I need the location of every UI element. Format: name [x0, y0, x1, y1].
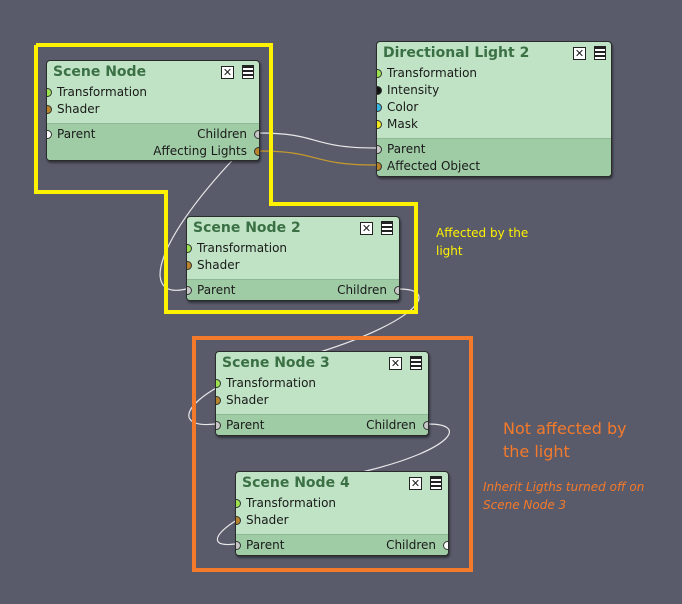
shader-port[interactable] — [216, 396, 221, 405]
port-label: Mask — [387, 117, 418, 131]
shader-port[interactable] — [236, 516, 241, 525]
transformation-port[interactable] — [47, 88, 52, 97]
directional-light-2-node[interactable]: Directional Light 2 ✕ Transformation Int… — [376, 41, 612, 177]
transformation-port[interactable] — [216, 379, 221, 388]
port-label: Transformation — [57, 85, 148, 99]
port-label: Parent — [197, 283, 236, 297]
inherit-note: Inherit Ligths turned off on Scene Node … — [483, 480, 645, 512]
parent-port[interactable] — [216, 421, 221, 430]
port-label: Parent — [246, 538, 285, 552]
port-label: Transformation — [246, 496, 337, 510]
port-label: Transformation — [387, 66, 478, 80]
node-title: Directional Light 2 — [383, 45, 530, 61]
mask-port[interactable] — [377, 120, 382, 129]
port-label: Affecting Lights — [153, 144, 247, 158]
children-port[interactable] — [443, 541, 448, 550]
menu-icon[interactable] — [410, 356, 422, 370]
port-label: Parent — [226, 418, 265, 432]
port-label: Shader — [226, 393, 269, 407]
not-affected-highlight-box — [192, 336, 473, 572]
node-title: Scene Node — [53, 64, 147, 80]
node-title: Scene Node 3 — [222, 355, 330, 371]
shader-port[interactable] — [47, 105, 52, 114]
port-label: Intensity — [387, 83, 440, 97]
transformation-port[interactable] — [236, 499, 241, 508]
parent-port[interactable] — [187, 286, 192, 295]
port-label: Parent — [57, 127, 96, 141]
parent-port[interactable] — [47, 130, 52, 139]
affected-object-port[interactable] — [377, 162, 382, 171]
port-label: Parent — [387, 142, 426, 156]
close-icon[interactable]: ✕ — [389, 357, 402, 370]
scene-node-2[interactable]: Scene Node 2 ✕ Transformation Shader Par… — [186, 216, 400, 301]
port-label: Color — [387, 100, 419, 114]
menu-icon[interactable] — [594, 46, 606, 60]
node-title: Scene Node 2 — [193, 220, 301, 236]
port-label: Children — [366, 418, 416, 432]
scene-node-3[interactable]: Scene Node 3 ✕ Transformation Shader Par… — [215, 351, 429, 436]
parent-port[interactable] — [377, 145, 382, 154]
port-label: Shader — [246, 513, 289, 527]
port-label: Transformation — [197, 241, 288, 255]
port-label: Children — [337, 283, 387, 297]
affected-annotation: Affected by the light — [436, 226, 529, 258]
scene-node[interactable]: Scene Node ✕ Transformation Shader Paren… — [46, 60, 260, 161]
port-label: Children — [386, 538, 436, 552]
port-label: Transformation — [226, 376, 317, 390]
port-label: Shader — [57, 102, 100, 116]
menu-icon[interactable] — [242, 65, 254, 79]
children-port[interactable] — [394, 286, 399, 295]
not-affected-annotation: Not affected by the light — [503, 419, 627, 461]
node-title: Scene Node 4 — [242, 475, 350, 491]
children-port[interactable] — [254, 130, 259, 139]
close-icon[interactable]: ✕ — [221, 66, 234, 79]
menu-icon[interactable] — [430, 476, 442, 490]
close-icon[interactable]: ✕ — [360, 222, 373, 235]
port-label: Children — [197, 127, 247, 141]
affecting-lights-port[interactable] — [254, 147, 259, 156]
transformation-port[interactable] — [377, 69, 382, 78]
shader-port[interactable] — [187, 261, 192, 270]
close-icon[interactable]: ✕ — [409, 477, 422, 490]
menu-icon[interactable] — [381, 221, 393, 235]
color-port[interactable] — [377, 103, 382, 112]
transformation-port[interactable] — [187, 244, 192, 253]
port-label: Affected Object — [387, 159, 481, 173]
intensity-port[interactable] — [377, 86, 382, 95]
port-label: Shader — [197, 258, 240, 272]
children-port[interactable] — [423, 421, 428, 430]
close-icon[interactable]: ✕ — [573, 47, 586, 60]
parent-port[interactable] — [236, 541, 241, 550]
scene-node-4[interactable]: Scene Node 4 ✕ Transformation Shader Par… — [235, 471, 449, 556]
